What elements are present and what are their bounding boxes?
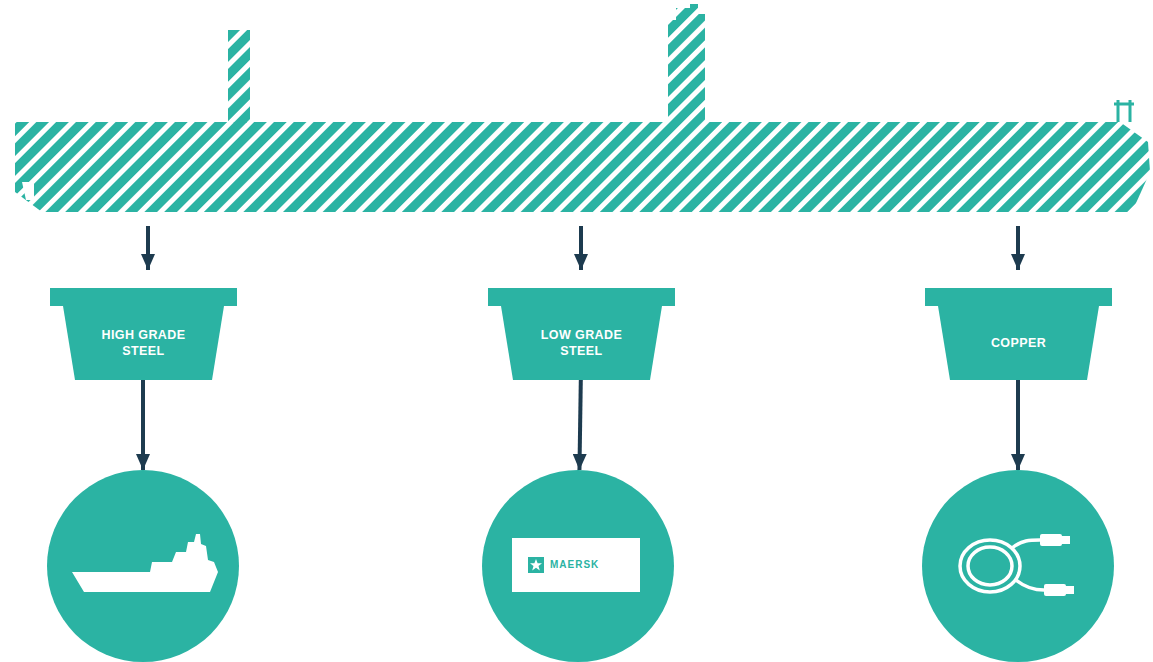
bin-lid (50, 288, 237, 306)
down-arrow (579, 226, 583, 270)
flow-arrows (143, 226, 1018, 470)
material-bin: LOW GRADE STEEL (488, 288, 675, 380)
container-logo-text: MAERSK (550, 559, 599, 571)
logo-star (530, 559, 542, 571)
bin-label: COPPER (925, 306, 1112, 380)
down-arrow (1016, 226, 1020, 270)
material-bin: HIGH GRADE STEEL (50, 288, 237, 380)
vessel-circle (47, 470, 239, 662)
bin-shape (925, 288, 1112, 380)
flow-connector (579, 380, 580, 470)
bin-body (501, 306, 662, 380)
down-arrow (146, 226, 150, 270)
product-circle: MAERSK (482, 470, 674, 662)
cable-plug (1040, 534, 1074, 596)
bin-label: HIGH GRADE STEEL (50, 306, 237, 380)
bin-lid (925, 288, 1112, 306)
logo-square (528, 557, 544, 573)
circle-fill (482, 470, 674, 662)
vessel-icon (72, 534, 218, 592)
cable-icon (960, 540, 1044, 592)
container-icon (512, 538, 640, 592)
cable-circle (922, 470, 1114, 662)
material-bin: COPPER (925, 288, 1112, 380)
down-arrow (141, 380, 145, 470)
bin-body (63, 306, 224, 380)
down-arrow (1016, 380, 1020, 470)
bin-label: LOW GRADE STEEL (488, 306, 675, 380)
ship-silhouette (15, 4, 1150, 212)
bin-lid (488, 288, 675, 306)
